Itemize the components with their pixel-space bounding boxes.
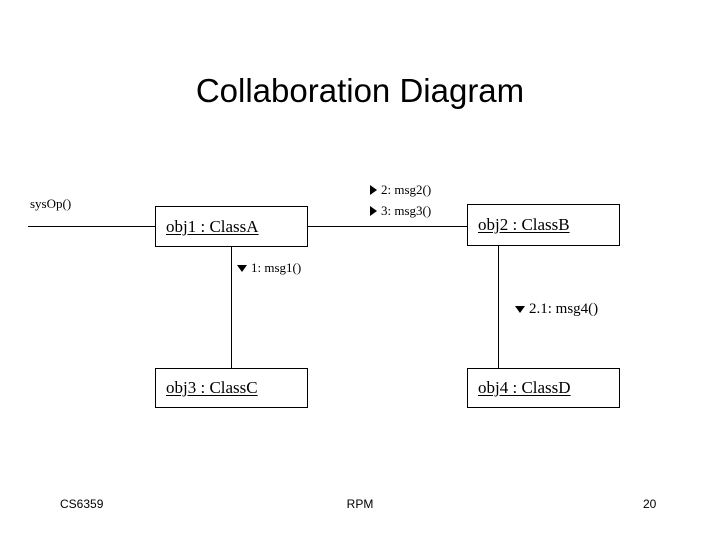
- footer-center-text: RPM: [346, 497, 374, 511]
- footer-page-number: 20: [643, 497, 657, 511]
- message-text-msg3: 3: msg3(): [381, 203, 432, 218]
- arrow-right-icon: [370, 185, 377, 195]
- object-box-obj2[interactable]: obj2 : ClassB: [467, 204, 620, 246]
- message-label-msg1: 1: msg1(): [237, 260, 301, 276]
- connector-obj1-to-obj2: [308, 226, 467, 228]
- object-box-obj4[interactable]: obj4 : ClassD: [467, 368, 620, 408]
- message-text-msg2: 2: msg2(): [381, 182, 432, 197]
- object-label-obj3: obj3 : ClassC: [166, 378, 258, 397]
- connector-obj2-to-obj4: [498, 246, 500, 368]
- message-text-sysop: sysOp(): [30, 196, 72, 211]
- object-label-obj4: obj4 : ClassD: [478, 378, 571, 397]
- object-box-obj1[interactable]: obj1 : ClassA: [155, 206, 308, 247]
- object-label-obj2: obj2 : ClassB: [478, 215, 570, 234]
- message-label-sysop: sysOp(): [30, 196, 71, 212]
- message-label-msg2: 2: msg2(): [370, 182, 431, 198]
- object-label-obj1: obj1 : ClassA: [166, 216, 259, 236]
- arrow-down-icon: [515, 306, 525, 313]
- message-text-msg4: 2.1: msg4(): [529, 301, 599, 317]
- connector-sysop-to-obj1: [28, 226, 155, 228]
- footer-course-code: CS6359: [60, 497, 104, 511]
- arrow-down-icon: [237, 264, 247, 272]
- arrow-right-icon: [370, 206, 377, 216]
- message-label-msg4: 2.1: msg4(): [515, 301, 598, 318]
- message-text-msg1: 1: msg1(): [251, 260, 302, 275]
- object-box-obj3[interactable]: obj3 : ClassC: [155, 368, 308, 408]
- message-label-msg3: 3: msg3(): [370, 203, 431, 219]
- connector-obj1-to-obj3: [231, 247, 233, 368]
- page-title: Collaboration Diagram: [195, 72, 525, 109]
